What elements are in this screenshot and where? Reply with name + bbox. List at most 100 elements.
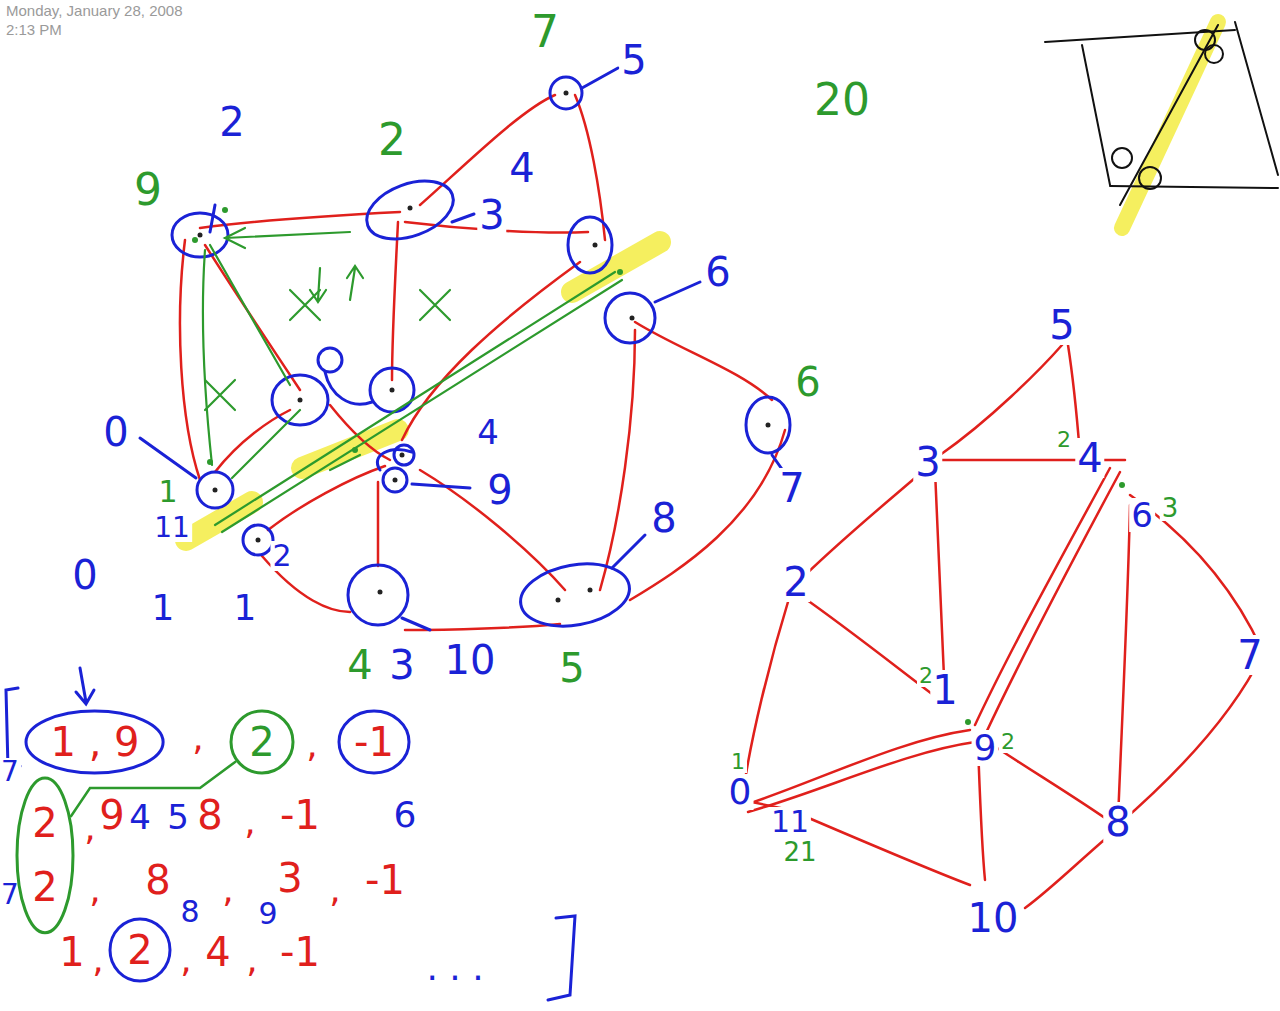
node-text: 2 xyxy=(249,722,274,762)
vertex-dot xyxy=(588,588,593,593)
green-annotation xyxy=(330,455,360,470)
node-outline xyxy=(15,776,75,935)
graph-edge xyxy=(795,465,930,585)
vertex-circle xyxy=(516,556,635,634)
green-annotation xyxy=(205,380,235,410)
node-text: 2 xyxy=(127,930,152,970)
handwritten-number: 1 xyxy=(729,751,747,773)
sketch-box xyxy=(1120,25,1218,205)
handwritten-number: 9 xyxy=(256,899,279,929)
vertex-circle xyxy=(359,170,461,250)
vertex-dot xyxy=(630,316,635,321)
handwritten-number: 4 xyxy=(475,415,501,449)
header-time: 2:13 PM xyxy=(4,22,64,37)
handwritten-number: 3 xyxy=(387,645,416,685)
mesh-edge xyxy=(205,245,300,390)
vertex-circle xyxy=(402,618,430,630)
handwritten-number: 4 xyxy=(1075,438,1104,478)
handwritten-number: 21 xyxy=(781,839,818,865)
node-outline xyxy=(339,711,409,773)
vertex-circle xyxy=(325,372,372,404)
vertex-dot xyxy=(298,398,303,403)
handwritten-number: 5 xyxy=(557,648,586,688)
mesh-edge xyxy=(377,482,380,566)
handwritten-number: 8 xyxy=(178,897,201,927)
handwritten-number: 3 xyxy=(1160,495,1181,521)
green-annotation xyxy=(203,228,622,532)
header-date: Monday, January 28, 2008 xyxy=(4,3,185,18)
vertex-dot xyxy=(766,423,771,428)
green-annotation xyxy=(225,228,245,248)
handwritten-number: 2 xyxy=(999,731,1017,753)
vertex-circle xyxy=(394,445,414,465)
green-dot xyxy=(192,237,198,243)
array-bracket xyxy=(548,916,575,1000)
mesh-edge xyxy=(635,322,772,400)
node-text-group: 22 xyxy=(32,803,57,907)
graph-edge xyxy=(985,472,1120,735)
array-bracket xyxy=(6,688,20,768)
graph-edge xyxy=(1118,655,1262,825)
sketch-box xyxy=(1110,186,1278,188)
vertex-circle xyxy=(197,472,233,508)
handwritten-number: 2 xyxy=(781,562,810,602)
node-text-group: 1 , 9 xyxy=(50,722,139,762)
node-text-group: -1 xyxy=(354,722,394,762)
circled-entry: 1 , 9 xyxy=(24,709,165,775)
vertex-dot xyxy=(198,91,771,603)
vertex-circle xyxy=(370,368,414,412)
handwritten-number: 6 xyxy=(703,252,732,292)
sketch-box xyxy=(1112,148,1132,168)
node-outline xyxy=(17,778,73,933)
handwritten-number: 2 xyxy=(376,118,408,162)
sketch-box xyxy=(1195,30,1215,50)
node-text: 2 xyxy=(32,803,57,843)
handwritten-number: 7 xyxy=(1235,635,1264,675)
vertex-dot xyxy=(213,488,218,493)
mesh-edge xyxy=(180,240,200,480)
highlight-stroke xyxy=(186,22,1218,540)
green-dot xyxy=(222,207,228,213)
handwritten-number: 4 xyxy=(507,148,536,188)
vertex-dot xyxy=(408,206,413,211)
handwritten-number: 1 xyxy=(57,932,86,972)
circled-entry: -1 xyxy=(337,709,411,775)
vertex-circle xyxy=(568,217,612,273)
graph-edge xyxy=(800,595,940,700)
handwritten-number: 3 xyxy=(477,195,506,235)
handwritten-number: 11 xyxy=(152,514,192,542)
handwritten-number: 4 xyxy=(345,645,374,685)
sketch-box xyxy=(1082,45,1110,185)
handwritten-number: 1 xyxy=(156,477,179,507)
vertex-circle xyxy=(210,205,215,232)
graph-edge xyxy=(1130,495,1262,650)
mesh-edge xyxy=(215,410,290,472)
handwritten-number: 2 xyxy=(270,541,293,571)
vertex-circle xyxy=(243,525,273,555)
green-dot xyxy=(207,459,213,465)
handwritten-number: 5 xyxy=(1047,305,1076,345)
vertex-circle xyxy=(377,450,412,470)
node-text-group: 2 xyxy=(127,930,152,970)
handwritten-number: 4 xyxy=(203,932,232,972)
vertex-circle xyxy=(550,77,582,109)
node-text: 2 xyxy=(32,867,57,907)
handwritten-number: , xyxy=(244,942,259,978)
handwritten-number: . . . xyxy=(424,950,485,986)
green-annotation xyxy=(210,245,290,385)
sketch-box xyxy=(1235,22,1278,175)
handwritten-number: 2 xyxy=(217,102,246,142)
mesh-edge xyxy=(630,430,785,600)
vertex-circle xyxy=(746,397,790,453)
graph-edge xyxy=(940,345,1062,455)
handwritten-number: 1 xyxy=(232,590,259,626)
handwritten-number: 4 xyxy=(127,800,153,834)
handwritten-number: 7 xyxy=(0,758,21,786)
handwritten-number: 8 xyxy=(143,860,172,900)
handwritten-number: , xyxy=(178,942,193,978)
handwritten-number: , xyxy=(304,727,319,763)
vertex-dot xyxy=(378,590,383,595)
handwritten-number: 8 xyxy=(649,498,678,538)
grouped-column: 22 xyxy=(15,776,75,935)
